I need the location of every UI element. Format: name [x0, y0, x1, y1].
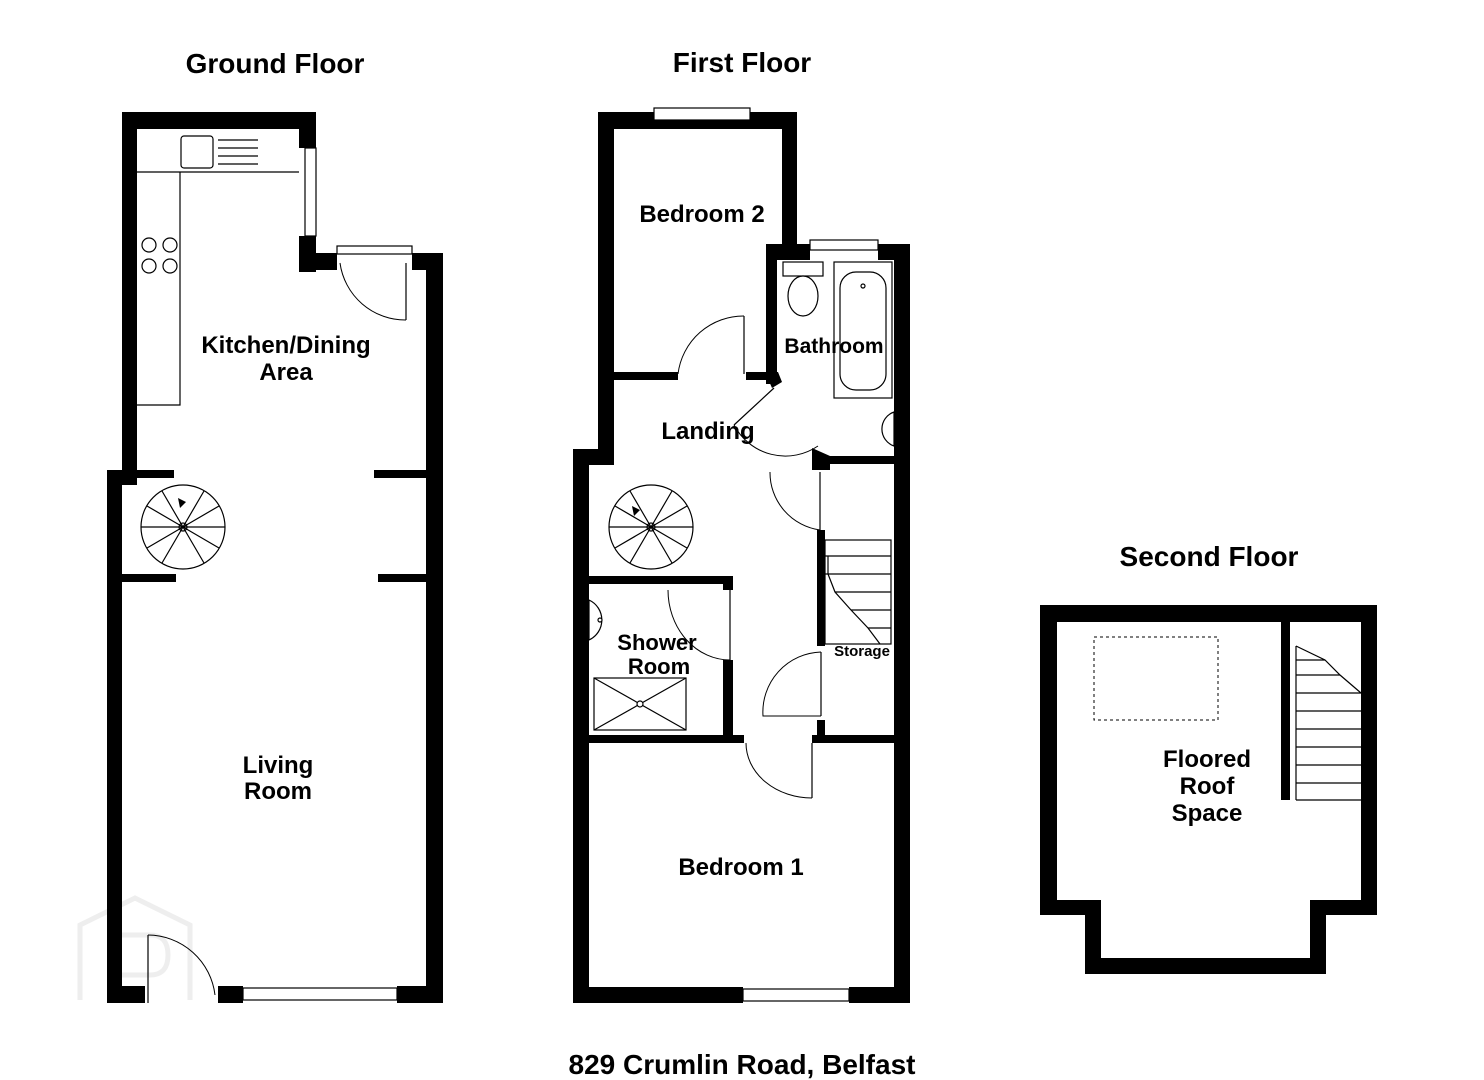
room-label-bedroom-2: Bedroom 2 — [639, 201, 764, 228]
ground-floor-walls — [107, 112, 443, 1003]
property-address: 829 Crumlin Road, Belfast — [569, 1049, 916, 1080]
roof-stairs-icon — [1295, 645, 1362, 801]
bedroom-2-door-icon — [677, 315, 745, 375]
drainer-icon — [218, 139, 258, 165]
washbasin-icon — [881, 411, 895, 447]
watermark-logo — [77, 895, 193, 1000]
first-floor-plan — [573, 107, 910, 1003]
room-label-bedroom-1: Bedroom 1 — [678, 854, 803, 881]
storage-stairs-icon — [824, 539, 892, 645]
room-label-landing: Landing — [661, 418, 754, 445]
window-icon — [742, 988, 850, 1002]
window-icon — [304, 147, 317, 237]
storage-door-icon — [762, 651, 822, 717]
room-label-shower-room: Room — [628, 654, 690, 679]
toilet-icon — [782, 261, 824, 317]
room-label-living-room: Room — [244, 778, 312, 805]
cupboard-door-icon — [769, 471, 821, 531]
bedroom-1-door-icon — [745, 742, 813, 799]
window-icon — [336, 245, 413, 255]
bathroom-door-icon — [733, 387, 819, 457]
second-floor-title: Second Floor — [1120, 541, 1299, 572]
room-label-kitchen-dining-area: Area — [259, 359, 313, 386]
ground-floor-plan — [107, 112, 443, 1003]
window-icon — [809, 239, 879, 251]
room-label-roof: Roof — [1180, 773, 1236, 800]
window-icon — [653, 107, 751, 121]
second-floor-walls — [1040, 605, 1377, 974]
skylight-icon — [1093, 636, 1219, 721]
spiral-stairs-icon — [140, 484, 226, 570]
kitchen-units — [137, 135, 299, 406]
first-floor-title: First Floor — [673, 47, 812, 78]
front-door-icon — [147, 934, 216, 1003]
shower-tray-icon — [593, 677, 687, 731]
first-floor-walls — [573, 112, 910, 1003]
room-label-living: Living — [243, 752, 314, 779]
ground-floor-title: Ground Floor — [186, 48, 365, 79]
room-label-floored: Floored — [1163, 746, 1251, 773]
bath-icon — [833, 261, 893, 399]
washbasin-icon — [588, 599, 603, 641]
room-label-storage: Storage — [834, 643, 890, 660]
room-label-bathroom: Bathroom — [784, 335, 883, 358]
window-icon — [242, 987, 398, 1001]
spiral-stairs-icon — [608, 484, 694, 570]
sink-icon — [180, 135, 214, 169]
back-door-icon — [339, 262, 407, 321]
shower-room-door-icon — [667, 589, 731, 661]
hob-icon — [141, 237, 178, 274]
room-label-space: Space — [1172, 800, 1243, 827]
second-floor-plan — [1040, 605, 1377, 974]
room-label-kitchen-dining: Kitchen/Dining — [201, 332, 370, 359]
room-label-shower: Shower — [617, 630, 697, 655]
